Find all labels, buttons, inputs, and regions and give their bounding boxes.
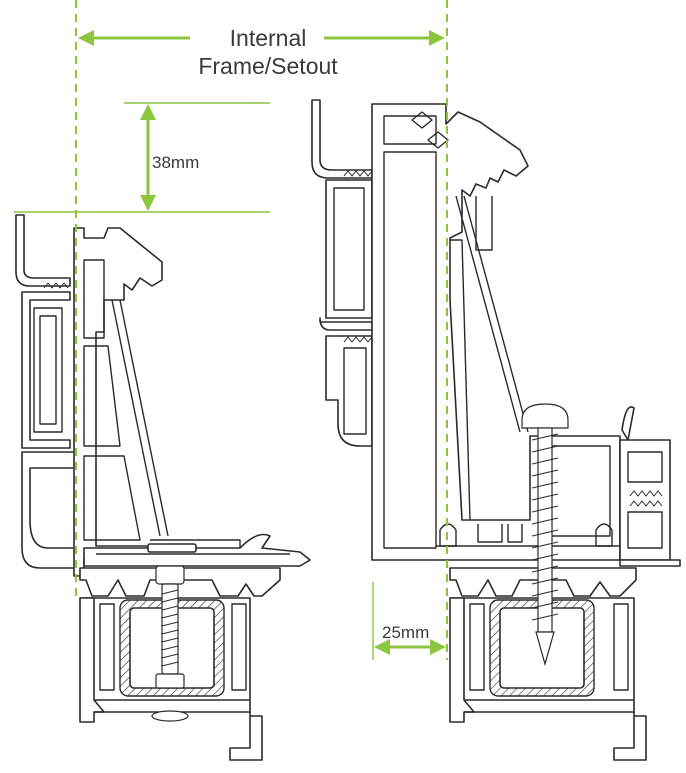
fixing-screw — [521, 403, 569, 667]
right-window-profile — [311, 99, 621, 561]
dimension-38mm-label: 38mm — [152, 153, 199, 172]
left-window-profile — [15, 214, 311, 577]
title-line-1: Internal — [230, 25, 307, 51]
dimension-guides — [14, 0, 448, 660]
right-adjacent-sash — [619, 406, 681, 567]
left-subframe — [79, 565, 281, 761]
dimension-25mm-label: 25mm — [382, 623, 429, 642]
title-line-2: Frame/Setout — [198, 53, 338, 79]
